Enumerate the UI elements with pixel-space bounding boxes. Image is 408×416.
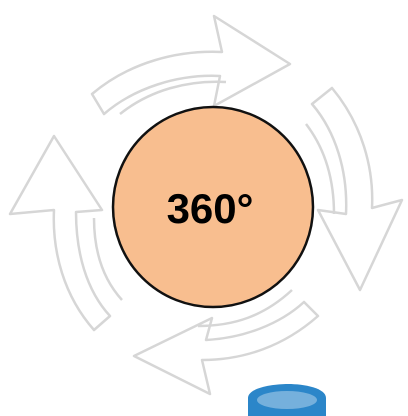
arrow-left — [10, 136, 122, 330]
blue-cylinder-icon — [248, 384, 326, 416]
rotation-label: 360° — [150, 186, 270, 232]
arrow-top — [92, 16, 290, 114]
arrow-right — [306, 88, 402, 290]
